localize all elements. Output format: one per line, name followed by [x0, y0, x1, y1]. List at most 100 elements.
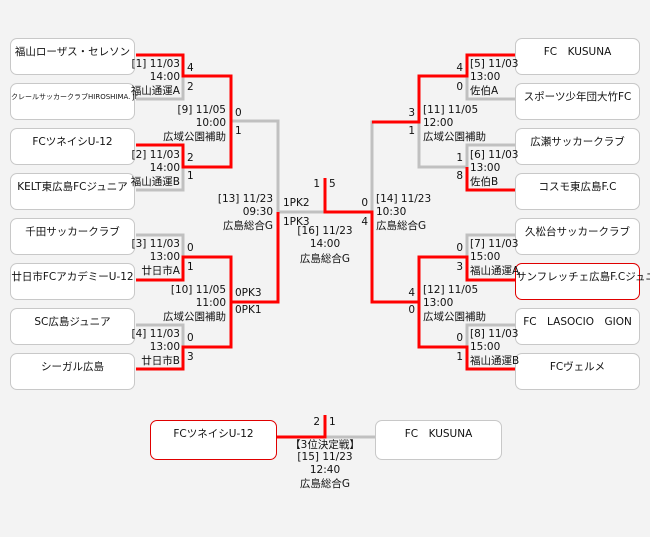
score: 0PK3: [235, 286, 262, 299]
score: 0: [456, 331, 463, 344]
score: 0: [187, 331, 194, 344]
match-venue: 福山通運A: [470, 264, 520, 277]
score: 2: [187, 80, 194, 93]
score: 0: [456, 241, 463, 254]
score: 3: [187, 350, 194, 363]
score: 0: [408, 303, 415, 316]
match-venue: 福山通運A: [130, 84, 180, 97]
team-box[interactable]: クレールサッカークラブHIROSHIMA. Jr: [10, 83, 138, 120]
match-venue: 広域公園補助: [423, 310, 486, 323]
score: 1: [456, 151, 463, 164]
score: 4: [408, 286, 415, 299]
score: 0: [235, 106, 242, 119]
line: [417, 122, 467, 169]
match-label: [11] 11/05: [423, 103, 479, 116]
team-box[interactable]: 千田サッカークラブ: [10, 218, 135, 255]
winner-line: [417, 302, 515, 371]
winner-line: [136, 302, 233, 371]
score: 0: [456, 80, 463, 93]
score: 4: [456, 61, 463, 74]
match-venue: 福山通運B: [130, 175, 180, 188]
match-time: 10:00: [195, 116, 226, 129]
score: 0PK1: [235, 303, 262, 316]
match-time: 14:00: [149, 70, 180, 83]
match-time: 10:30: [376, 205, 407, 218]
team-box[interactable]: スポーツ少年団大竹FC: [515, 83, 640, 120]
score: 4: [187, 61, 194, 74]
line: [136, 233, 185, 257]
line: [465, 143, 515, 167]
line: [136, 76, 185, 101]
team-box[interactable]: FCツネイシU-12: [10, 128, 135, 165]
score: 1: [235, 124, 242, 137]
team-box[interactable]: 久松台サッカークラブ: [515, 218, 640, 255]
match-time: 14:00: [149, 161, 180, 174]
line: [465, 76, 515, 101]
match-label: [4] 11/03: [131, 327, 180, 340]
winner-line: [136, 212, 280, 304]
winner-line: [136, 121, 233, 169]
match-label: [2] 11/03: [131, 148, 180, 161]
score: 1: [187, 169, 194, 182]
score: 2: [187, 151, 194, 164]
third-place-title: 【3位決定戦】: [290, 439, 360, 451]
match-time: 14:00: [309, 238, 341, 250]
third-place-team-box[interactable]: FCツネイシU-12: [150, 420, 277, 460]
winner-line: [465, 167, 515, 192]
team-box[interactable]: シーガル広島: [10, 353, 135, 390]
score: 1: [187, 260, 194, 273]
team-box[interactable]: サンフレッチェ広島F.Cジュニア: [515, 263, 650, 300]
match-label: [6] 11/03: [470, 148, 519, 161]
team-box[interactable]: KELT東広島FCジュニア: [10, 173, 135, 210]
score: 8: [456, 169, 463, 182]
match-venue: 廿日市A: [141, 264, 180, 277]
match-time: 12:40: [309, 464, 341, 476]
team-box[interactable]: 福山ローザス・セレソン: [10, 38, 135, 75]
team-box[interactable]: 廿日市FCアカデミーU-12: [10, 263, 135, 300]
team-box[interactable]: FCヴェルメ: [515, 353, 640, 390]
team-box[interactable]: 広瀬サッカークラブ: [515, 128, 640, 165]
match-label: [8] 11/03: [470, 327, 519, 340]
third-place-team-box[interactable]: FC KUSUNA: [375, 420, 502, 460]
team-box[interactable]: SC広島ジュニア: [10, 308, 135, 345]
match-venue: 広域公園補助: [163, 310, 226, 323]
match-time: 13:00: [423, 296, 454, 309]
score: 1PK2: [283, 196, 310, 209]
team-box[interactable]: コスモ東広島F.C: [515, 173, 640, 210]
match-time: 11:00: [195, 296, 226, 309]
match-label: [15] 11/23: [297, 451, 353, 463]
match-label: [9] 11/05: [177, 103, 226, 116]
match-venue: 広島総合G: [376, 219, 427, 232]
match-time: 13:00: [149, 250, 180, 263]
match-venue: 広島総合G: [299, 253, 351, 265]
score: 3: [408, 106, 415, 119]
match-venue: 広域公園補助: [423, 130, 486, 143]
line: [231, 119, 325, 214]
team-box[interactable]: FC LASOCIO GION: [515, 308, 640, 345]
match-label: [14] 11/23: [376, 192, 432, 205]
winner-line: [372, 53, 515, 124]
winner-line: [277, 415, 327, 439]
line: [465, 233, 515, 257]
line: [136, 167, 185, 192]
line: [136, 323, 185, 347]
match-time: 15:00: [470, 340, 501, 353]
score: 4: [361, 215, 368, 228]
match-venue: 広域公園補助: [163, 130, 226, 143]
score: 1PK3: [283, 215, 310, 228]
match-time: 12:00: [423, 116, 454, 129]
match-venue: 佐伯B: [470, 175, 499, 188]
match-venue: 広島総合G: [299, 478, 351, 490]
match-label: [5] 11/03: [470, 57, 519, 70]
team-box[interactable]: FC KUSUNA: [515, 38, 640, 75]
match-venue: 福山通運B: [470, 354, 520, 367]
match-venue: 佐伯A: [470, 84, 499, 97]
final-score-left: 1: [313, 178, 320, 190]
match-venue: 広島総合G: [222, 219, 273, 232]
third-score-right: 1: [329, 416, 336, 428]
match-time: 15:00: [470, 250, 501, 263]
match-venue: 廿日市B: [141, 354, 180, 367]
match-label: [12] 11/05: [423, 283, 479, 296]
score: 1: [408, 124, 415, 137]
